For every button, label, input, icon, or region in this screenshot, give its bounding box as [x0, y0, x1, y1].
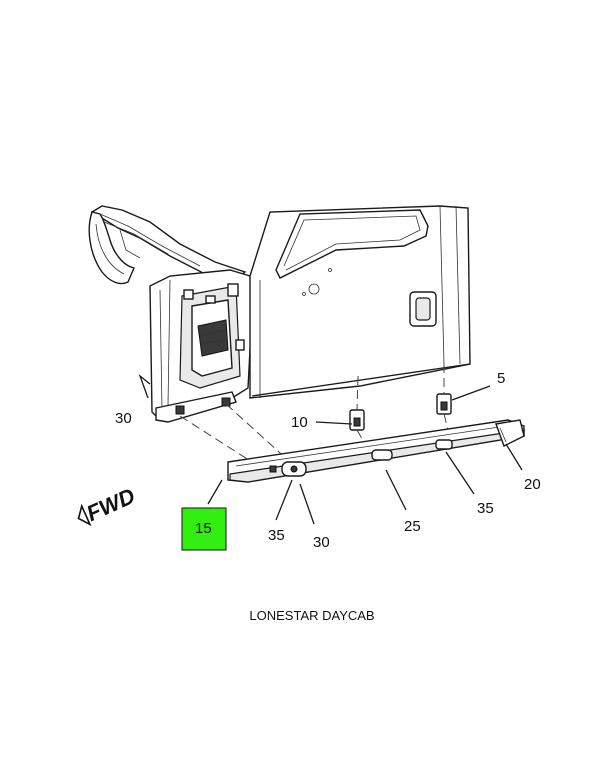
clip-5 [436, 393, 452, 415]
direction-arrow-icon [77, 503, 92, 527]
callout-30-bottom: 30 [313, 534, 330, 551]
callout-15-highlight [181, 507, 227, 551]
callout-30-left: 30 [115, 410, 132, 427]
cab-door [249, 205, 471, 399]
fwd-label: FWD [83, 483, 139, 526]
callout-20: 20 [524, 476, 541, 493]
fwd-direction-indicator: FWD [77, 483, 139, 527]
sill-trim-panel [227, 419, 525, 483]
diagram-caption: LONESTAR DAYCAB [249, 608, 374, 623]
callout-25: 25 [404, 518, 421, 535]
callout-10: 10 [291, 414, 308, 431]
callout-5: 5 [497, 370, 505, 387]
callout-15: 15 [195, 520, 212, 537]
callout-35-right: 35 [477, 500, 494, 517]
leader-lines [138, 374, 523, 525]
cab-pillar [88, 205, 253, 423]
clip-10 [349, 409, 365, 431]
end-cap [495, 419, 525, 447]
callout-35-bottom: 35 [268, 527, 285, 544]
